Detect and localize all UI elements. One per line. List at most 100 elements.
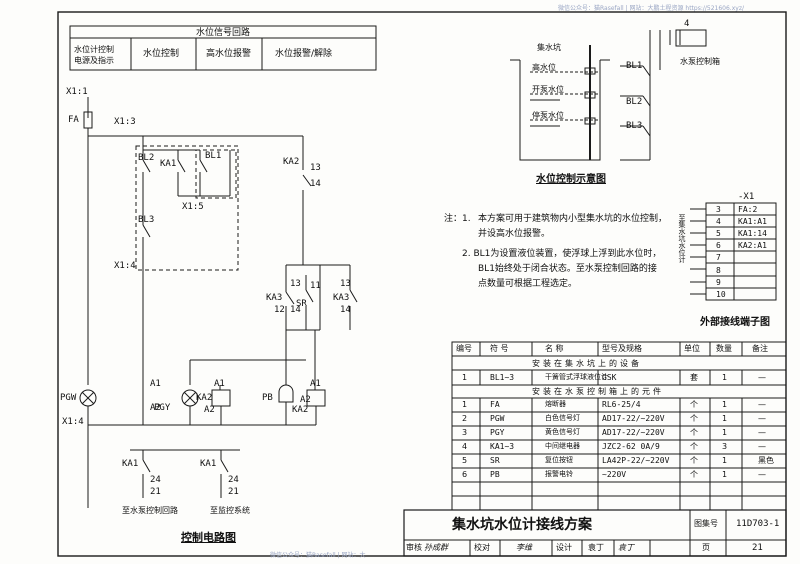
bom-cell: 报警电铃 bbox=[545, 470, 573, 478]
label-14a: 14 bbox=[310, 179, 321, 189]
bom-cell: 熔断器 bbox=[545, 400, 566, 408]
schematic-num4: 4 bbox=[684, 19, 690, 29]
bom-cell: 2 bbox=[462, 414, 468, 423]
bom-section1: 安装在集水坑上的设备 bbox=[532, 359, 642, 368]
label-ka2-top: KA2 bbox=[283, 157, 300, 167]
terminal-header: -X1 bbox=[738, 192, 755, 202]
terminal-row-number: 9 bbox=[716, 277, 721, 287]
label-a1-right: A1 bbox=[310, 379, 321, 389]
checker-sign: 李维 bbox=[516, 543, 532, 552]
label-bl2: BL2 bbox=[138, 153, 155, 163]
label-bl3: BL3 bbox=[138, 215, 155, 225]
terminal-row-number: 5 bbox=[716, 229, 721, 239]
terminal-row-number: 3 bbox=[716, 205, 721, 214]
schematic-cabinet: 水泵控制箱 bbox=[680, 57, 720, 66]
designer-name: 袁丁 bbox=[588, 543, 604, 552]
label-21b: 21 bbox=[228, 487, 239, 497]
bom-cell: 1 bbox=[722, 456, 728, 465]
bom-cell: 1 bbox=[722, 400, 728, 409]
label-13b: 13 bbox=[290, 279, 301, 289]
bom-header-cell: 备注 bbox=[752, 344, 768, 353]
label-24b: 24 bbox=[228, 475, 239, 485]
label-13a: 13 bbox=[310, 163, 321, 173]
bom-cell: 1 bbox=[462, 373, 468, 382]
label-21a: 21 bbox=[150, 487, 161, 497]
bom-cell: 1 bbox=[722, 414, 728, 423]
schematic-bl1: BL1 bbox=[626, 61, 643, 71]
label-ka2-right: KA2 bbox=[292, 405, 309, 415]
signal-table-title: 水位信号回路 bbox=[196, 28, 251, 38]
label-12: 12 bbox=[274, 305, 285, 315]
label-a1-left: A1 bbox=[150, 379, 161, 389]
label-fa: FA bbox=[68, 115, 79, 125]
label-a1-mid: A1 bbox=[214, 379, 225, 389]
bom-cell: 1 bbox=[722, 373, 728, 382]
bom-cell: — bbox=[758, 414, 766, 423]
schematic-start: 开泵水位 bbox=[532, 85, 564, 94]
bom-cell: — bbox=[758, 442, 766, 451]
bom-cell: 套 bbox=[690, 373, 698, 382]
bom-cell: — bbox=[758, 470, 766, 479]
bom-cell: JZC2-62 0A/9 bbox=[602, 442, 660, 451]
bom-cell: 白色信号灯 bbox=[545, 414, 580, 422]
terminal-row-target: FA:2 bbox=[738, 205, 758, 214]
label-ka2-mid: KA2 bbox=[196, 393, 213, 403]
bom-cell: PGW bbox=[490, 414, 505, 423]
signal-col-alarm-reset: 水位报警/解除 bbox=[275, 49, 333, 59]
note-1a: 本方案可用于建筑物内小型集水坑的水位控制， bbox=[478, 214, 668, 224]
bom-cell: GSK bbox=[602, 373, 617, 382]
label-ka1-contact: KA1 bbox=[160, 159, 177, 169]
terminal-row-target: KA2:A1 bbox=[738, 241, 767, 251]
designer-sign: 袁丁 bbox=[618, 543, 634, 552]
bom-cell: 中间继电器 bbox=[545, 442, 580, 450]
bom-section2: 安装在水泵控制箱上的元件 bbox=[532, 387, 664, 396]
schematic-bl2: BL2 bbox=[626, 97, 643, 107]
bom-cell: BL1~3 bbox=[490, 373, 515, 382]
schematic-sump: 集水坑 bbox=[537, 43, 561, 52]
label-ka3-left: KA3 bbox=[266, 293, 283, 303]
bom-header-cell: 编号 bbox=[456, 344, 472, 353]
terminal-title: 外部接线端子图 bbox=[700, 317, 770, 328]
bom-cell: 个 bbox=[690, 414, 698, 423]
bom-cell: KA1~3 bbox=[490, 442, 515, 451]
note-1b: 并设高水位报警。 bbox=[478, 229, 551, 239]
bom-cell: 4 bbox=[462, 442, 468, 451]
bom-cell: 6 bbox=[462, 470, 468, 479]
watermark-bottom: 微信公众号：猫Rasefall | 网站：大 bbox=[270, 552, 366, 559]
label-to-bas: 至监控系统 bbox=[210, 506, 250, 515]
label-bl1: BL1 bbox=[205, 151, 222, 161]
bom-cell: 黑色 bbox=[758, 456, 774, 465]
atlas-number: 11D703-1 bbox=[736, 519, 780, 529]
bom-cell: FA bbox=[490, 400, 500, 409]
note-head: 注：1. bbox=[444, 214, 471, 224]
label-x1-5: X1:5 bbox=[182, 202, 204, 212]
bom-cell: 个 bbox=[690, 400, 698, 409]
label-to-pump: 至水泵控制回路 bbox=[122, 506, 178, 515]
label-a2-left: A2 bbox=[150, 403, 161, 413]
bom-cell: — bbox=[758, 373, 766, 382]
label-14b: 14 bbox=[290, 305, 301, 315]
terminal-row-number: 4 bbox=[716, 217, 721, 227]
note-2a: 2. BL1为设置液位装置，使浮球上浮到此水位时， bbox=[462, 249, 662, 259]
label-pgy: PGY bbox=[154, 403, 171, 413]
label-pb: PB bbox=[262, 393, 273, 403]
terminal-side-label: 至集水坑水位计 bbox=[678, 214, 686, 263]
label-13c: 13 bbox=[340, 279, 351, 289]
bom-cell: 个 bbox=[690, 428, 698, 437]
bom-header-cell: 符 号 bbox=[490, 344, 509, 353]
bom-cell: 复位按钮 bbox=[545, 456, 573, 464]
watermark-top: 微信公众号：猫Rasefall | 网站：大鹏土程资源 https://5216… bbox=[558, 5, 744, 12]
review-label: 审核 bbox=[406, 543, 422, 552]
label-ka1-bottom-right: KA1 bbox=[200, 459, 217, 469]
label-x1-4-bottom: X1:4 bbox=[62, 417, 84, 427]
bom-cell: ~220V bbox=[602, 470, 627, 479]
label-11: 11 bbox=[310, 281, 321, 291]
signal-col-high-alarm: 高水位报警 bbox=[206, 49, 252, 59]
label-a2-right: A2 bbox=[300, 395, 311, 405]
label-a2-mid: A2 bbox=[204, 405, 215, 415]
bom-cell: RL6-25/4 bbox=[602, 400, 641, 409]
label-x1-1: X1:1 bbox=[66, 87, 88, 97]
bom-cell: 5 bbox=[462, 456, 468, 465]
label-x1-3: X1:3 bbox=[114, 117, 136, 127]
label-sr: SR bbox=[296, 299, 307, 309]
